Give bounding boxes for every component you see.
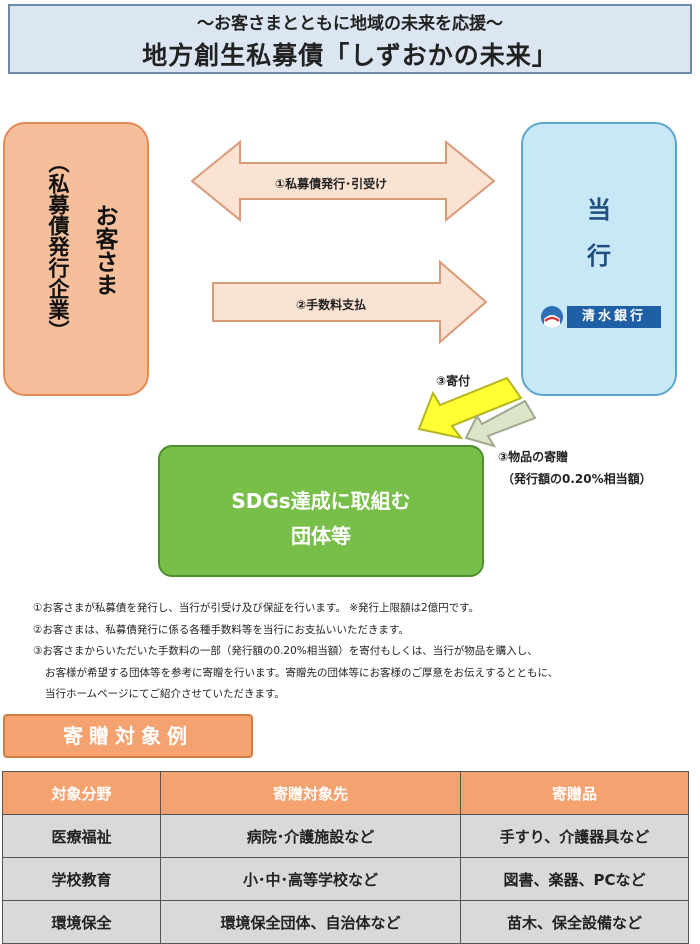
table-row: 学校教育 小･中･高等学校など 図書、楽器、PCなど: [2, 857, 689, 901]
table-row: 環境保全 環境保全団体、自治体など 苗木、保全設備など: [2, 900, 689, 944]
cell-item: 手すり、介護器具など: [460, 814, 689, 858]
page-header: 〜お客さまとともに地域の未来を応援〜 地方創生私募債「しずおかの未来」: [8, 4, 692, 74]
header-field: 対象分野: [2, 771, 161, 815]
customer-sub-label: （私募債発行企業）: [46, 152, 70, 341]
cell-field: 学校教育: [2, 857, 161, 901]
cell-field: 医療福祉: [2, 814, 161, 858]
note-5: 当行ホームページにてご紹介させていただきます。: [45, 688, 285, 700]
sdg-line-1: SDGs達成に取組む: [231, 489, 411, 513]
header-subtitle: 〜お客さまとともに地域の未来を応援〜: [197, 14, 503, 34]
bank-logo: 清水銀行: [541, 306, 661, 328]
fee-arrow: [212, 259, 488, 345]
header-item: 寄贈品: [460, 771, 689, 815]
examples-table: 対象分野 寄贈対象先 寄贈品 医療福祉 病院･介護施設など 手すり、介護器具など…: [2, 771, 689, 944]
cell-item: 図書、楽器、PCなど: [460, 857, 689, 901]
issue-arrow-label: ①私募債発行･引受け: [275, 177, 388, 191]
cell-recipient: 病院･介護施設など: [160, 814, 461, 858]
issue-double-arrow: [190, 139, 496, 223]
bank-box: 当 行 清水銀行: [521, 122, 677, 396]
header-recipient: 寄贈対象先: [160, 771, 461, 815]
note-1: ①お客さまが私募債を発行し、当行が引受け及び保証を行います。 ※発行上限額は2億…: [33, 602, 480, 614]
cell-item: 苗木、保全設備など: [460, 900, 689, 944]
fee-arrow-label: ②手数料支払: [296, 298, 367, 312]
cell-recipient: 小･中･高等学校など: [160, 857, 461, 901]
table-row: 医療福祉 病院･介護施設など 手すり、介護器具など: [2, 814, 689, 858]
examples-title: 寄贈対象例: [3, 714, 253, 758]
goods-arrow-note: （発行額の0.20%相当額）: [502, 472, 652, 486]
bank-label-2: 行: [587, 242, 611, 270]
donation-arrow: [417, 376, 523, 440]
bank-logo-icon: [541, 306, 563, 328]
note-4: お客様が希望する団体等を参考に寄贈を行います。寄贈先の団体等にお客様のご厚意をお…: [45, 667, 559, 679]
sdg-line-2: 団体等: [291, 524, 351, 548]
sdg-organization-box: SDGs達成に取組む 団体等: [158, 445, 484, 577]
goods-arrow: [464, 399, 537, 448]
goods-arrow-label: ③物品の寄贈: [498, 450, 569, 464]
examples-header-row: 対象分野 寄贈対象先 寄贈品: [2, 771, 689, 815]
customer-label: お客さま: [91, 204, 117, 296]
note-3: ③お客さまからいただいた手数料の一部（発行額の0.20%相当額）を寄付もしくは、…: [33, 645, 538, 657]
customer-box: お客さま （私募債発行企業）: [3, 122, 149, 396]
cell-recipient: 環境保全団体、自治体など: [160, 900, 461, 944]
flow-arrows: [190, 139, 537, 448]
note-2: ②お客さまは、私募債発行に係る各種手数料等を当行にお支払いいただきます。: [33, 624, 409, 636]
bank-label-1: 当: [587, 196, 611, 224]
bank-logo-text: 清水銀行: [567, 306, 661, 328]
cell-field: 環境保全: [2, 900, 161, 944]
header-title: 地方創生私募債「しずおかの未来」: [142, 41, 558, 70]
donation-arrow-label: ③寄付: [436, 374, 471, 388]
